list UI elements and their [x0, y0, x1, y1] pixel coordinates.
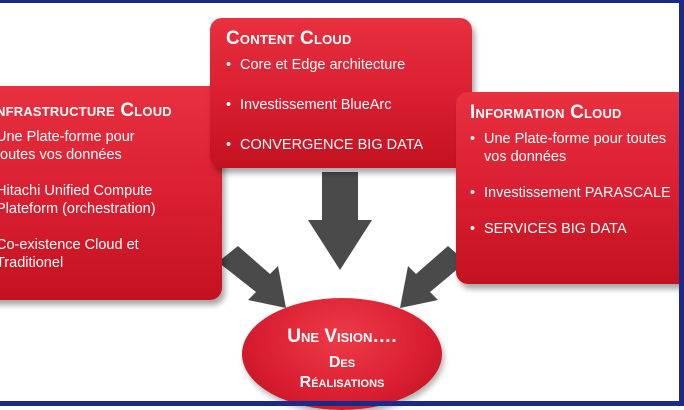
bullet-icon: •: [226, 97, 232, 113]
information-cloud-box: Information Cloud • Une Plate-forme pour …: [456, 92, 684, 284]
information-item-text: SERVICES BIG DATA: [484, 221, 627, 237]
bullet-icon: •: [226, 137, 232, 153]
infrastructure-item-text: Hitachi Unified Compute Plateform (orche…: [0, 183, 156, 217]
bullet-icon: •: [470, 131, 476, 147]
vision-title: Une Vision….: [287, 326, 397, 347]
infrastructure-item-text: Une Plate-forme pour toutes vos données: [0, 129, 135, 163]
information-cloud-title: Information Cloud: [470, 102, 622, 123]
content-item: • CONVERGENCE BIG DATA: [226, 136, 472, 154]
infrastructure-item-text: Co-existence Cloud et Traditionel: [0, 237, 139, 271]
infrastructure-item: Hitachi Unified Compute Plateform (orche…: [0, 182, 222, 218]
infrastructure-cloud-box: nfrastructure Cloud Une Plate-forme pour…: [0, 86, 222, 300]
content-cloud-title: Content Cloud: [226, 28, 352, 49]
content-cloud-list: • Core et Edge architecture • Investissemen…: [226, 56, 472, 154]
slide-bottom-border: [0, 401, 684, 406]
information-item: • Une Plate-forme pour toutes vos données: [470, 130, 684, 166]
bullet-icon: •: [470, 221, 476, 237]
content-item-text: Investissement BlueArc: [240, 97, 392, 113]
information-item-text: Une Plate-forme pour toutes vos données: [484, 131, 667, 165]
content-item-text: Core et Edge architecture: [240, 57, 406, 73]
arrow-down: [308, 172, 372, 270]
content-item-text: CONVERGENCE BIG DATA: [240, 137, 424, 153]
vision-subtitle-line2: Réalisations: [299, 374, 385, 391]
bullet-icon: •: [226, 57, 232, 73]
arrow-left-diagonal: [218, 246, 286, 308]
infrastructure-cloud-list: Une Plate-forme pour toutes vos donnéesH…: [0, 128, 222, 272]
infrastructure-cloud-title: nfrastructure Cloud: [0, 100, 172, 121]
slide-right-border: [679, 0, 684, 406]
bullet-icon: •: [470, 185, 476, 201]
infrastructure-item: Co-existence Cloud et Traditionel: [0, 236, 222, 272]
information-item: • SERVICES BIG DATA: [470, 220, 684, 238]
vision-subtitle-line1: Des: [328, 354, 356, 371]
infrastructure-item: Une Plate-forme pour toutes vos données: [0, 128, 222, 164]
slide-top-border: [0, 0, 684, 3]
information-cloud-list: • Une Plate-forme pour toutes vos données…: [470, 130, 684, 238]
information-item: • Investissement PARASCALE: [470, 184, 684, 202]
vision-ellipse: Une Vision…. Des Réalisations: [242, 298, 442, 410]
content-item: • Investissement BlueArc: [226, 96, 472, 114]
information-item-text: Investissement PARASCALE: [484, 185, 671, 201]
content-item: • Core et Edge architecture: [226, 56, 472, 74]
arrow-right-diagonal: [400, 246, 466, 308]
content-cloud-box: Content Cloud • Core et Edge architecture…: [210, 18, 472, 168]
